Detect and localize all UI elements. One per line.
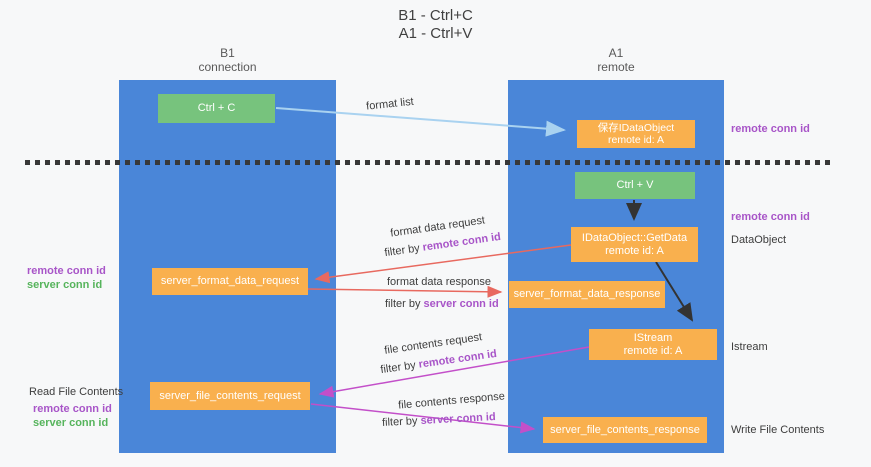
arrow-format-list: [275, 107, 566, 137]
label-format-data-response: format data response: [387, 276, 491, 288]
node-istream: IStream remote id: A: [589, 329, 717, 360]
lane-header-b1: B1 connection: [119, 46, 336, 74]
left-server-conn-id-2: server conn id: [33, 417, 109, 429]
title-line-2: A1 - Ctrl+V: [398, 25, 473, 42]
getdata-line2: remote id: A: [605, 244, 664, 257]
node-ctrl-c: Ctrl + C: [158, 94, 275, 123]
node-save-idataobject: 保存IDataObject remote id: A: [577, 120, 695, 148]
server-file-contents-request-label: server_file_contents_request: [159, 389, 301, 402]
lane-a1-subtitle: remote: [597, 60, 635, 74]
istream-side-label: Istream: [731, 341, 768, 353]
left-remote-conn-id: remote conn id: [27, 265, 106, 277]
label-filter-by-server-conn-id-1: filter by server conn id: [385, 298, 499, 310]
ctrl-v-label: Ctrl + V: [616, 179, 654, 191]
arrow-file-contents-response: [310, 403, 536, 434]
title-line-1: B1 - Ctrl+C: [398, 7, 473, 24]
server-conn-id-highlight: server conn id: [423, 298, 499, 310]
left-server-conn-id: server conn id: [27, 279, 103, 291]
dashed-separator-line: [25, 160, 835, 165]
server-file-contents-response-label: server_file_contents_response: [550, 423, 700, 436]
node-idataobject-getdata: IDataObject::GetData remote id: A: [571, 227, 698, 262]
arrow-format-data-response: [307, 285, 503, 298]
lane-header-a1: A1 remote: [508, 46, 724, 74]
arrow-getdata-to-istream: [655, 261, 694, 322]
node-server-format-data-response: server_format_data_response: [509, 281, 665, 308]
istream-line2: remote id: A: [623, 344, 683, 357]
arrow-format-data-request: [314, 244, 572, 284]
istream-line1: IStream: [633, 331, 673, 344]
left-remote-conn-id-2: remote conn id: [33, 403, 112, 415]
filter-prefix: filter by: [381, 414, 421, 429]
diagram-title: B1 - Ctrl+C A1 - Ctrl+V: [0, 7, 871, 43]
save-idataobject-line2: remote id: A: [607, 134, 665, 146]
node-ctrl-v: Ctrl + V: [575, 172, 695, 199]
dataobject-label: DataObject: [731, 234, 787, 246]
node-server-file-contents-request: server_file_contents_request: [150, 382, 310, 410]
node-server-file-contents-response: server_file_contents_response: [543, 417, 707, 443]
lane-b1-subtitle: connection: [198, 60, 257, 74]
lane-a1-name: A1: [608, 46, 624, 60]
filter-prefix: filter by: [385, 298, 424, 310]
server-format-data-response-label: server_format_data_response: [513, 288, 661, 300]
node-server-format-data-request: server_format_data_request: [152, 268, 308, 295]
read-file-contents-label: Read File Contents: [29, 386, 124, 398]
server-format-data-request-label: server_format_data_request: [160, 275, 300, 287]
right-remote-conn-id-top: remote conn id: [731, 123, 810, 135]
ctrl-c-label: Ctrl + C: [197, 102, 236, 114]
arrow-file-contents-request: [318, 346, 590, 398]
write-file-contents-label: Write File Contents: [731, 424, 825, 436]
lane-b1-name: B1: [220, 46, 235, 60]
getdata-line1: IDataObject::GetData: [581, 231, 688, 244]
save-idataobject-line1: 保存IDataObject: [597, 121, 675, 134]
right-remote-conn-id-mid: remote conn id: [731, 211, 810, 223]
